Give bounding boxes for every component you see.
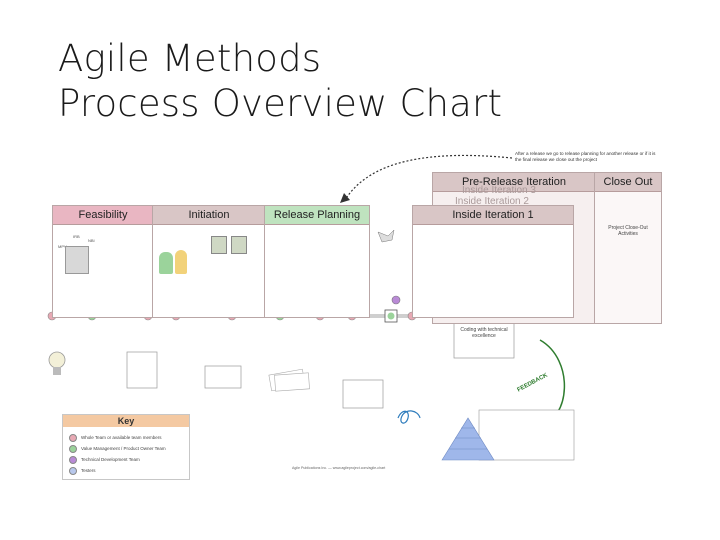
close-out-activities: Project Close-Out Activities: [608, 225, 648, 237]
slide-title: Agile Methods Process Overview Chart: [58, 36, 502, 126]
iteration-1-panel: Inside Iteration 1: [412, 205, 574, 318]
key-item: Value Management / Product Owner Team: [69, 445, 166, 453]
key-item: Testers: [69, 467, 96, 475]
title-line-2: Process Overview Chart: [58, 82, 503, 125]
pre-release-header: Pre-Release Iteration: [433, 173, 595, 192]
release-callout: After a release we go to release plannin…: [515, 151, 656, 162]
title-line-1: Agile Methods: [58, 37, 322, 80]
bucket-icon: [231, 236, 247, 254]
initiation-panel: Initiation: [152, 205, 266, 318]
iteration-2-label: Inside Iteration 2: [455, 196, 529, 207]
feasibility-panel: Feasibility IRB MPV NBI: [52, 205, 154, 318]
iteration-3-label: Inside Iteration 3: [462, 185, 536, 196]
release-planning-panel: Release Planning: [264, 205, 370, 318]
footer-credit: Agile Publications Inc. — www.agileproje…: [292, 466, 386, 470]
nbi-label: NBI: [88, 238, 95, 243]
return-arrow: [344, 154, 513, 201]
irb-label: IRB: [73, 234, 80, 239]
key-dot-testers: [69, 467, 77, 475]
key-item: Whole Team or available team members: [69, 434, 161, 442]
signature-icon: [397, 410, 421, 424]
key-title: Key: [63, 415, 189, 427]
document-icon: [204, 365, 242, 389]
return-arrow-head: [340, 193, 350, 203]
close-out-header: Close Out: [595, 173, 661, 192]
release-planning-header: Release Planning: [265, 206, 369, 225]
feasibility-header: Feasibility: [53, 206, 153, 225]
card-stack-icon: [268, 368, 310, 392]
close-out-panel: Close Out Project Close-Out Activities: [594, 172, 662, 324]
legend-key: Key Whole Team or available team members…: [62, 414, 190, 480]
coding-text: Coding with technical excellence: [460, 327, 508, 339]
key-item: Technical Development Team: [69, 456, 140, 464]
key-dot-value-mgmt: [69, 445, 77, 453]
test-pyramid: [441, 417, 495, 461]
team-people-icon: [175, 250, 187, 274]
key-dot-tech-dev: [69, 456, 77, 464]
timeline-node: [387, 312, 395, 320]
calculator-icon: [65, 246, 89, 274]
initiation-header: Initiation: [153, 206, 265, 225]
bucket-icon: [211, 236, 227, 254]
tech-node: [391, 295, 401, 305]
key-dot-whole-team: [69, 434, 77, 442]
feedback-box: [478, 409, 575, 461]
document-icon: [126, 351, 158, 389]
document-icon: [342, 379, 384, 409]
mpv-label: MPV: [58, 244, 67, 249]
team-people-icon: [159, 252, 173, 274]
coding-box: [453, 319, 515, 359]
lightbulb-icon: [48, 351, 66, 375]
bird-icon: [377, 229, 395, 243]
iteration-1-header: Inside Iteration 1: [413, 206, 573, 225]
